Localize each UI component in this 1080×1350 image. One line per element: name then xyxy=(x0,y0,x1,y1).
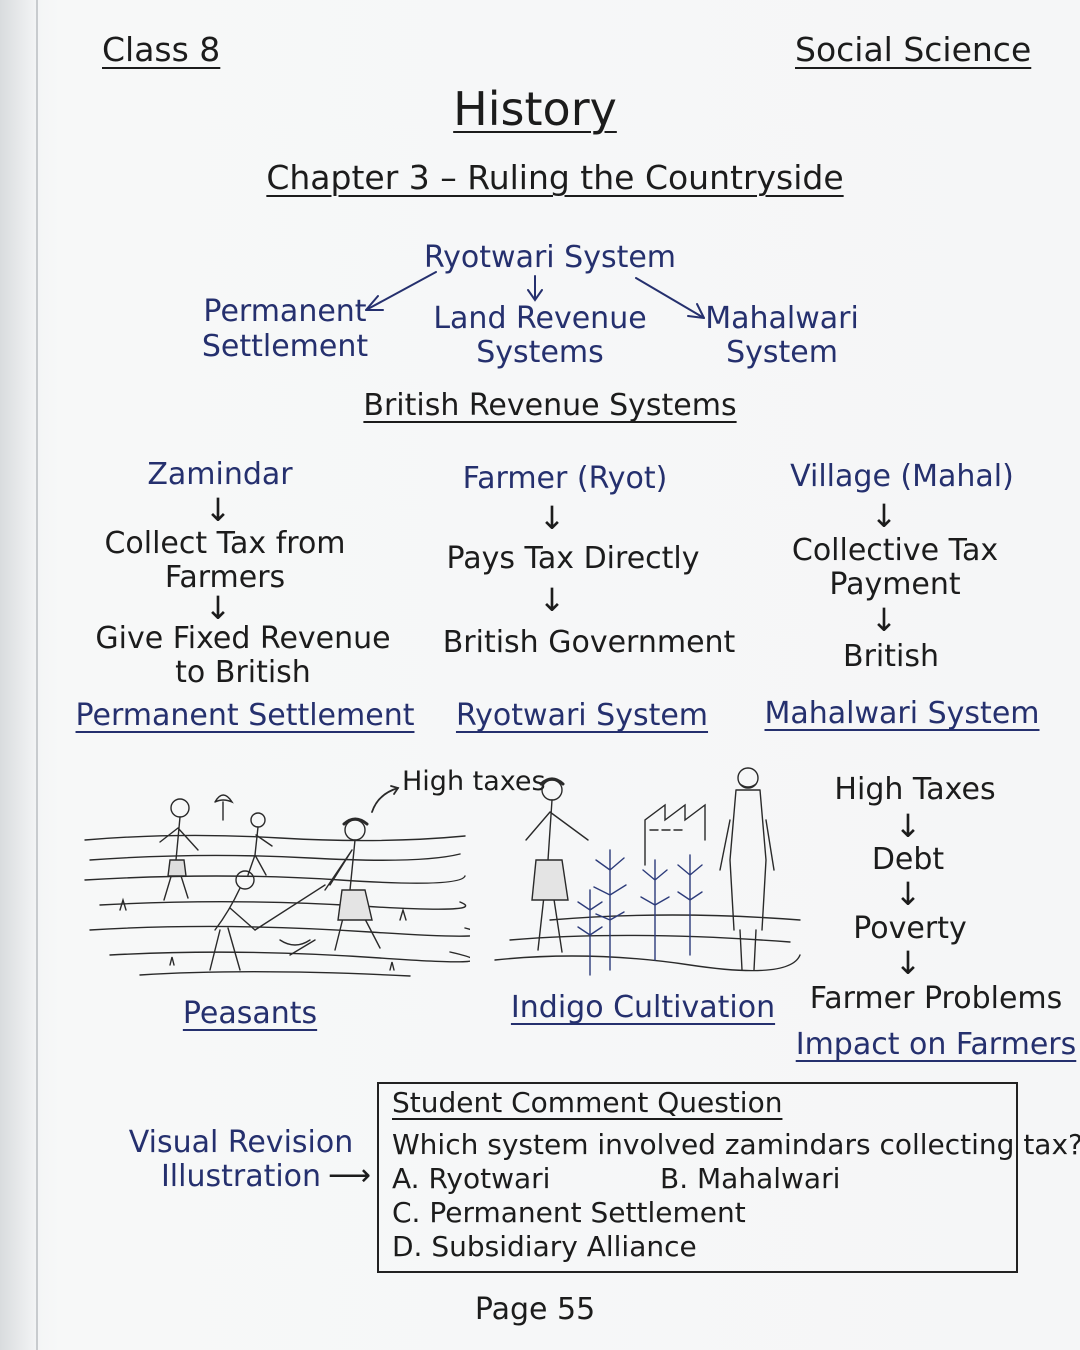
flow-permanent-step2: Give Fixed Revenue to British xyxy=(95,622,390,690)
option-d: D. Subsidiary Alliance xyxy=(392,1230,697,1263)
flow-mahalwari-step1-line2: Payment xyxy=(829,567,961,602)
peasants-illustration xyxy=(84,785,470,977)
down-arrow-icon: ↓ xyxy=(894,875,922,913)
question-heading: Student Comment Question xyxy=(392,1086,783,1119)
page-binding xyxy=(36,0,38,1350)
down-arrow-icon: ↓ xyxy=(870,497,898,535)
page-title: History xyxy=(453,82,617,136)
chapter-title: Chapter 3 – Ruling the Countryside xyxy=(266,158,844,197)
flow-ryotwari-step1: Pays Tax Directly xyxy=(446,541,700,576)
arrowhead-left-icon xyxy=(365,295,384,311)
diagram-left-permanent: Permanent Settlement xyxy=(202,294,368,364)
impact-step-2: Debt xyxy=(871,842,945,877)
question-box xyxy=(377,1082,1018,1273)
diagram-center-line1: Land Revenue xyxy=(433,301,647,336)
option-c: C. Permanent Settlement xyxy=(392,1196,746,1229)
diagram-center-line2: Systems xyxy=(476,335,604,370)
diagram-caption: British Revenue Systems xyxy=(363,388,737,423)
impact-step-4: Farmer Problems xyxy=(809,981,1063,1016)
right-arrow-icon: ⟶ xyxy=(328,1158,372,1193)
flow-permanent-step2-line1: Give Fixed Revenue xyxy=(95,621,391,656)
side-label-line2: Illustration xyxy=(160,1159,322,1194)
flow-permanent-caption: Permanent Settlement xyxy=(75,698,415,733)
class-label: Class 8 xyxy=(102,30,221,69)
peasants-caption: Peasants xyxy=(182,996,318,1031)
option-a: A. Ryotwari xyxy=(392,1162,551,1195)
flow-permanent-step1-line2: Farmers xyxy=(164,560,286,595)
subject-label: Social Science xyxy=(795,30,1032,69)
diagram-right-line1: Mahalwari xyxy=(705,301,859,336)
flow-ryotwari-caption: Ryotwari System xyxy=(455,698,709,733)
flow-mahalwari-step1: Collective Tax Payment xyxy=(792,534,998,602)
diagram-top-ryotwari: Ryotwari System xyxy=(423,240,677,275)
diagram-right-line2: System xyxy=(726,335,838,370)
option-b: B. Mahalwari xyxy=(660,1162,841,1195)
down-arrow-icon: ↓ xyxy=(538,499,566,537)
arrowhead-right-icon xyxy=(687,303,705,319)
flow-ryotwari-head: Farmer (Ryot) xyxy=(462,461,668,496)
flow-mahalwari-step2: British xyxy=(843,639,939,674)
diagram-center: Land Revenue Systems xyxy=(433,302,646,370)
flow-permanent-head: Zamindar xyxy=(147,457,293,492)
flow-mahalwari-head: Village (Mahal) xyxy=(790,459,1014,494)
question-text: Which system involved zamindars collecti… xyxy=(392,1128,1080,1161)
flow-ryotwari-step2: British Government xyxy=(442,625,736,660)
down-arrow-icon: ↓ xyxy=(204,589,232,627)
impact-caption: Impact on Farmers xyxy=(795,1027,1077,1062)
down-arrow-icon: ↓ xyxy=(870,601,898,639)
flow-mahalwari-step1-line1: Collective Tax xyxy=(791,533,999,568)
page-number: Page 55 xyxy=(474,1292,596,1327)
side-label: Visual Revision Illustration xyxy=(129,1126,353,1194)
impact-step-3: Poverty xyxy=(853,911,967,946)
diagram-left-line1: Permanent xyxy=(203,294,367,329)
flow-permanent-step2-line2: to British xyxy=(175,655,311,690)
peasants-note: High taxes xyxy=(402,766,546,797)
down-arrow-icon: ↓ xyxy=(894,944,922,982)
arrow-to-permanent xyxy=(365,271,437,311)
indigo-caption: Indigo Cultivation xyxy=(510,990,776,1025)
flow-permanent-step1-line1: Collect Tax from xyxy=(104,526,346,561)
flow-permanent-step1: Collect Tax from Farmers xyxy=(104,527,345,595)
arrowhead-down-icon xyxy=(527,289,543,302)
side-label-line1: Visual Revision xyxy=(128,1125,354,1160)
flow-mahalwari-caption: Mahalwari System xyxy=(764,696,1040,731)
down-arrow-icon: ↓ xyxy=(894,807,922,845)
down-arrow-icon: ↓ xyxy=(538,581,566,619)
indigo-cultivation-illustration xyxy=(494,767,801,976)
diagram-right-mahalwari: Mahalwari System xyxy=(705,302,859,370)
diagram-left-line2: Settlement xyxy=(201,329,369,364)
down-arrow-icon: ↓ xyxy=(204,491,232,529)
impact-step-1: High Taxes xyxy=(834,772,996,807)
